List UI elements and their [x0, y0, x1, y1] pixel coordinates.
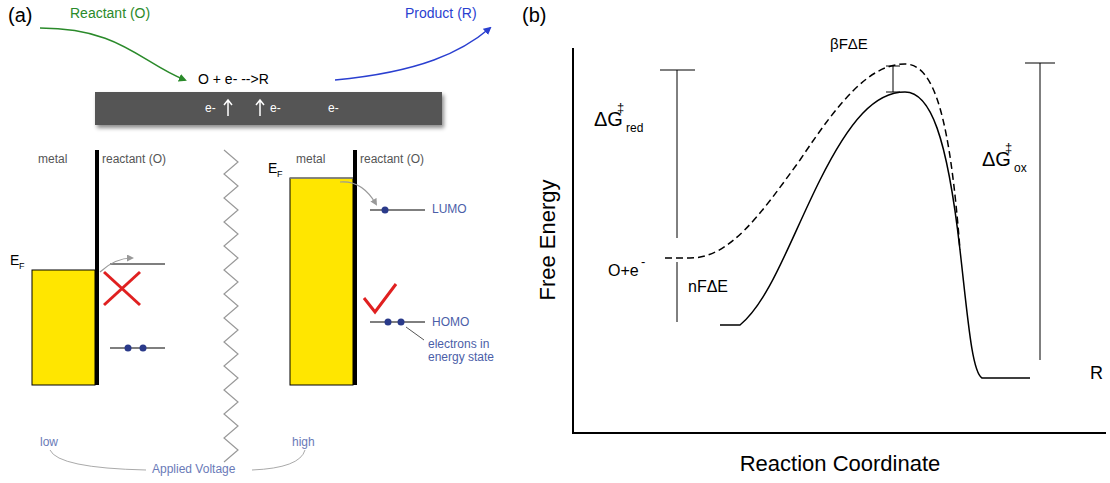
- voltage-low: low: [40, 436, 58, 449]
- fermi-subscript: F: [277, 170, 283, 180]
- double-dagger: ‡: [1005, 141, 1012, 155]
- reactant-label: Reactant (O): [70, 6, 150, 21]
- product-label: Product (R): [405, 6, 477, 21]
- electron-label: e-: [205, 102, 216, 115]
- homo-label: HOMO: [432, 316, 469, 329]
- panel-label: (b): [522, 4, 546, 26]
- subscript: red: [626, 122, 643, 135]
- subscript: ox: [1014, 162, 1027, 175]
- metal-label: metal: [296, 153, 325, 166]
- barrier-shift: βFΔE: [830, 36, 868, 53]
- electrode-bar: e-e-e-: [95, 92, 442, 125]
- fermi-level: E: [10, 253, 19, 268]
- reactant-label: reactant (O): [360, 153, 424, 166]
- x-axis-title: Reaction Coordinate: [740, 452, 941, 476]
- double-dagger: ‡: [617, 101, 624, 115]
- product-state: R: [1090, 364, 1103, 384]
- applied-voltage: Applied Voltage: [152, 463, 235, 476]
- voltage-high: high: [292, 436, 315, 449]
- electron-label: e-: [270, 102, 281, 115]
- reaction-equation: O + e- -->R: [198, 72, 269, 87]
- y-axis-title: Free Energy: [536, 179, 560, 300]
- electrons-note: electrons in energy state: [428, 338, 528, 364]
- electron-arrows: [95, 92, 442, 125]
- metal-label: metal: [38, 153, 67, 166]
- state-label: O+e: [608, 262, 639, 280]
- fermi-level: E: [268, 161, 277, 176]
- energy-shift: nFΔE: [688, 278, 728, 296]
- superscript: -: [641, 255, 645, 269]
- fermi-subscript: F: [19, 262, 25, 272]
- electron-label: e-: [328, 102, 339, 115]
- panel-label: (a): [8, 4, 32, 26]
- reactant-label: reactant (O): [102, 153, 166, 166]
- lumo-label: LUMO: [432, 203, 467, 216]
